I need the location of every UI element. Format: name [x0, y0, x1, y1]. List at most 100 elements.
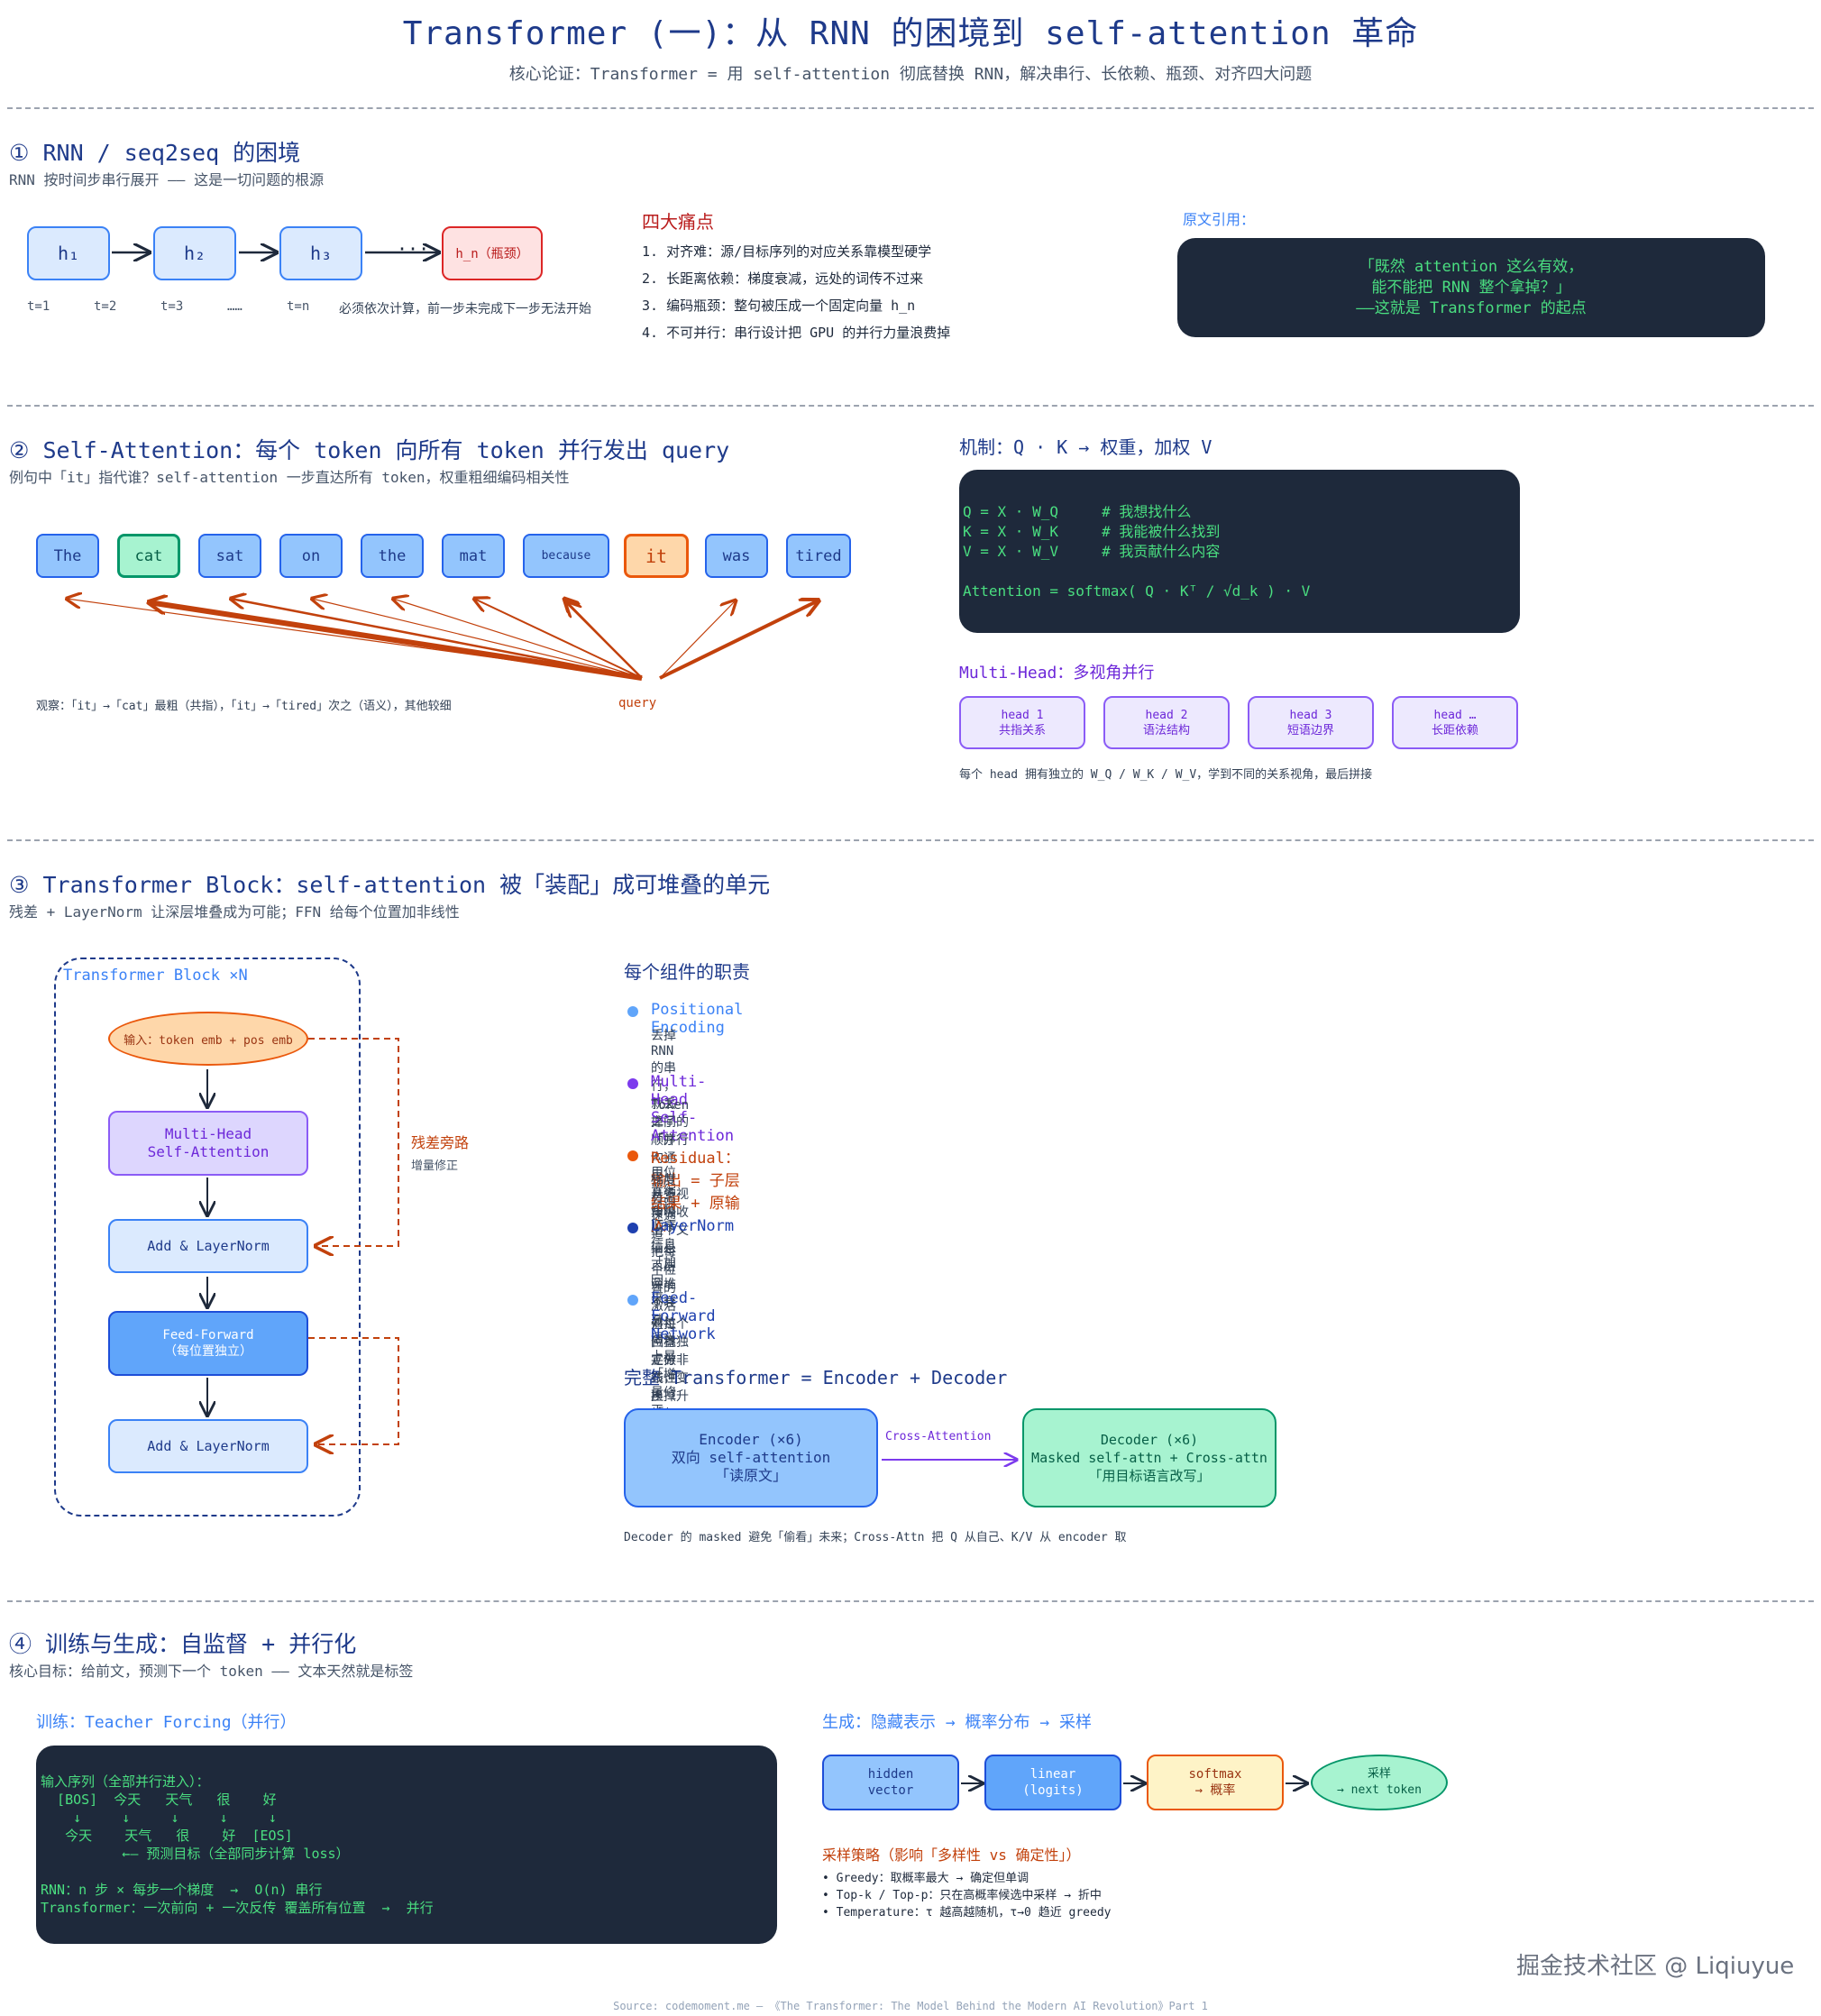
encoder-line: 双向 self-attention: [671, 1449, 831, 1466]
step-label-ellipsis: ……: [227, 299, 242, 314]
head-card-3: head 3 短语边界: [1248, 696, 1374, 749]
gen-label: linear: [1029, 1767, 1076, 1782]
bullet-dot: [627, 1150, 638, 1161]
quote-line: 「既然 attention 这么有效，: [1359, 257, 1584, 276]
input-embedding-node: 输入：token emb + pos emb: [108, 1012, 308, 1066]
sampling-strategy-title: 采样策略（影响「多样性 vs 确定性」）: [822, 1846, 1081, 1864]
add-layernorm-2: Add & LayerNorm: [108, 1419, 308, 1473]
quote-box: 「既然 attention 这么有效， 能不能把 RNN 整个拿掉？」 ——这就…: [1177, 238, 1765, 337]
generation-title: 生成：隐藏表示 → 概率分布 → 采样: [822, 1713, 1093, 1732]
head-name: head 3: [1289, 708, 1332, 722]
section-3-title: ③ Transformer Block：self-attention 被「装配」…: [9, 872, 771, 898]
attention-observation: 观察：「it」→「cat」最粗（共指），「it」→「tired」次之（语义），其…: [36, 700, 452, 713]
full-transformer-title: 完整 Transformer = Encoder + Decoder: [624, 1367, 1008, 1388]
head-name: head …: [1433, 708, 1477, 722]
mhsa-node: Multi-Head Self-Attention: [108, 1111, 308, 1176]
step-label-t3: t=3: [160, 299, 184, 314]
section-1-subtitle: RNN 按时间步串行展开 —— 这是一切问题的根源: [9, 171, 325, 188]
token-sat: sat: [198, 534, 261, 578]
token-tired: tired: [786, 534, 851, 578]
gen-softmax: softmax → 概率: [1147, 1755, 1284, 1810]
watermark: 掘金技术社区 @ Liqiuyue: [1516, 1953, 1795, 1980]
transformer-block-label: Transformer Block ×N: [63, 967, 248, 985]
gen-label: vector: [867, 1783, 914, 1798]
training-code-box: 输入序列（全部并行进入）： [BOS] 今天 天气 很 好 ↓ ↓ ↓ ↓ ↓ …: [36, 1746, 777, 1944]
ellipsis-dots: ···: [397, 238, 430, 260]
ffn-label: （每位置独立）: [164, 1344, 252, 1359]
token-the: the: [361, 534, 424, 578]
head-card-2: head 2 语法结构: [1103, 696, 1230, 749]
bullet-dot: [627, 1295, 638, 1306]
pain-points-list: 1. 对齐难：源/目标序列的对应关系靠模型硬学 2. 长距离依赖：梯度衰减，远处…: [642, 238, 950, 346]
code-line: Q = X · W_Q # 我想找什么: [963, 503, 1192, 520]
hidden-state-hn-bottleneck: h_n（瓶颈）: [442, 226, 543, 280]
query-label: query: [618, 696, 657, 710]
pain-points-title: 四大痛点: [642, 211, 714, 233]
component-title: LayerNorm: [651, 1217, 735, 1235]
page-title: Transformer (一)：从 RNN 的困境到 self-attentio…: [402, 15, 1419, 52]
component-desc: 丢掉 RNN 的串行，就丢掉了顺序 → 用位置编码把顺序信息「加回来」: [651, 1029, 676, 1306]
section-4-title: ④ 训练与生成：自监督 + 并行化: [9, 1631, 357, 1657]
ffn-node: Feed-Forward （每位置独立）: [108, 1311, 308, 1376]
add-layernorm-1: Add & LayerNorm: [108, 1219, 308, 1273]
step-label-t2: t=2: [94, 299, 117, 314]
pain-point: 3. 编码瓶颈：整句被压成一个固定向量 h_n: [642, 298, 916, 314]
gen-sample-next-token: 采样 → next token: [1311, 1755, 1448, 1810]
page-subtitle: 核心论证：Transformer = 用 self-attention 彻底替换…: [508, 65, 1313, 84]
strategy-item: • Greedy：取概率最大 → 确定但单调: [822, 1872, 1029, 1885]
token-was: was: [705, 534, 768, 578]
gen-label: (logits): [1022, 1783, 1084, 1798]
bullet-dot: [627, 1078, 638, 1089]
sampling-strategy-list: • Greedy：取概率最大 → 确定但单调 • Top-k / Top-p：只…: [822, 1870, 1112, 1921]
decoder-box: Decoder (×6) Masked self-attn + Cross-at…: [1022, 1408, 1277, 1507]
training-line: 今天 天气 很 好 [EOS]: [41, 1828, 293, 1844]
head-card-1: head 1 共指关系: [959, 696, 1085, 749]
head-desc: 共指关系: [998, 723, 1046, 738]
bullet-dot: [627, 1006, 638, 1017]
attention-arrows: [0, 0, 901, 681]
training-line: 输入序列（全部并行进入）：: [41, 1773, 210, 1790]
divider: [7, 107, 1814, 109]
training-line: RNN：n 步 × 每步一个梯度 → O(n) 串行: [41, 1882, 323, 1898]
decoder-line: 「用目标语言改写」: [1088, 1468, 1211, 1484]
divider: [7, 1600, 1814, 1602]
section-3-subtitle: 残差 + LayerNorm 让深层堆叠成为可能；FFN 给每个位置加非线性: [9, 903, 460, 921]
gen-label: 采样: [1367, 1767, 1391, 1781]
training-line: ↓ ↓ ↓ ↓ ↓: [41, 1810, 277, 1826]
token-it-query: it: [624, 534, 689, 578]
encoder-decoder-note: Decoder 的 masked 避免「偷看」未来；Cross-Attn 把 Q…: [624, 1531, 1127, 1544]
head-name: head 1: [1001, 708, 1044, 722]
head-desc: 语法结构: [1142, 723, 1190, 738]
generation-arrows: [961, 0, 1533, 1893]
encoder-line: Encoder (×6): [699, 1431, 803, 1448]
training-line: ←— 预测目标（全部同步计算 loss）: [41, 1846, 350, 1862]
divider: [7, 405, 1814, 407]
component-title: Positional Encoding: [651, 1001, 744, 1037]
gen-label: → 概率: [1194, 1783, 1236, 1798]
step-label-tn: t=n: [287, 299, 310, 314]
gen-label: softmax: [1188, 1767, 1242, 1782]
strategy-item: • Temperature：τ 越高越随机，τ→0 趋近 greedy: [822, 1906, 1112, 1920]
encoder-box: Encoder (×6) 双向 self-attention 「读原文」: [624, 1408, 878, 1507]
component-heading: 每个组件的职责: [624, 961, 750, 983]
head-desc: 短语边界: [1286, 723, 1334, 738]
ffn-label: Feed-Forward: [162, 1328, 254, 1342]
section-2-title: ② Self-Attention：每个 token 向所有 token 并行发出…: [9, 437, 730, 463]
training-title: 训练：Teacher Forcing（并行）: [36, 1713, 297, 1732]
mhsa-label: Self-Attention: [147, 1143, 270, 1160]
pain-point: 1. 对齐难：源/目标序列的对应关系靠模型硬学: [642, 243, 932, 260]
hidden-state-h2: h₂: [153, 226, 236, 280]
cross-attention-arrow: [882, 0, 1082, 1533]
component-title: Feed-Forward Network: [651, 1289, 716, 1343]
gen-label: hidden: [867, 1767, 914, 1782]
hidden-state-h1: h₁: [27, 226, 110, 280]
multi-head-title: Multi-Head：多视角并行: [959, 664, 1155, 683]
token-The: The: [36, 534, 99, 578]
cross-attention-label: Cross-Attention: [885, 1430, 992, 1443]
decoder-line: Masked self-attn + Cross-attn: [1031, 1450, 1267, 1466]
head-card-more: head … 长距依赖: [1392, 696, 1518, 749]
code-line: K = X · W_K # 我能被什么找到: [963, 523, 1221, 540]
token-because: because: [523, 534, 609, 578]
gen-label: → next token: [1337, 1783, 1422, 1797]
residual-bypass-sub: 增量修正: [411, 1159, 459, 1173]
